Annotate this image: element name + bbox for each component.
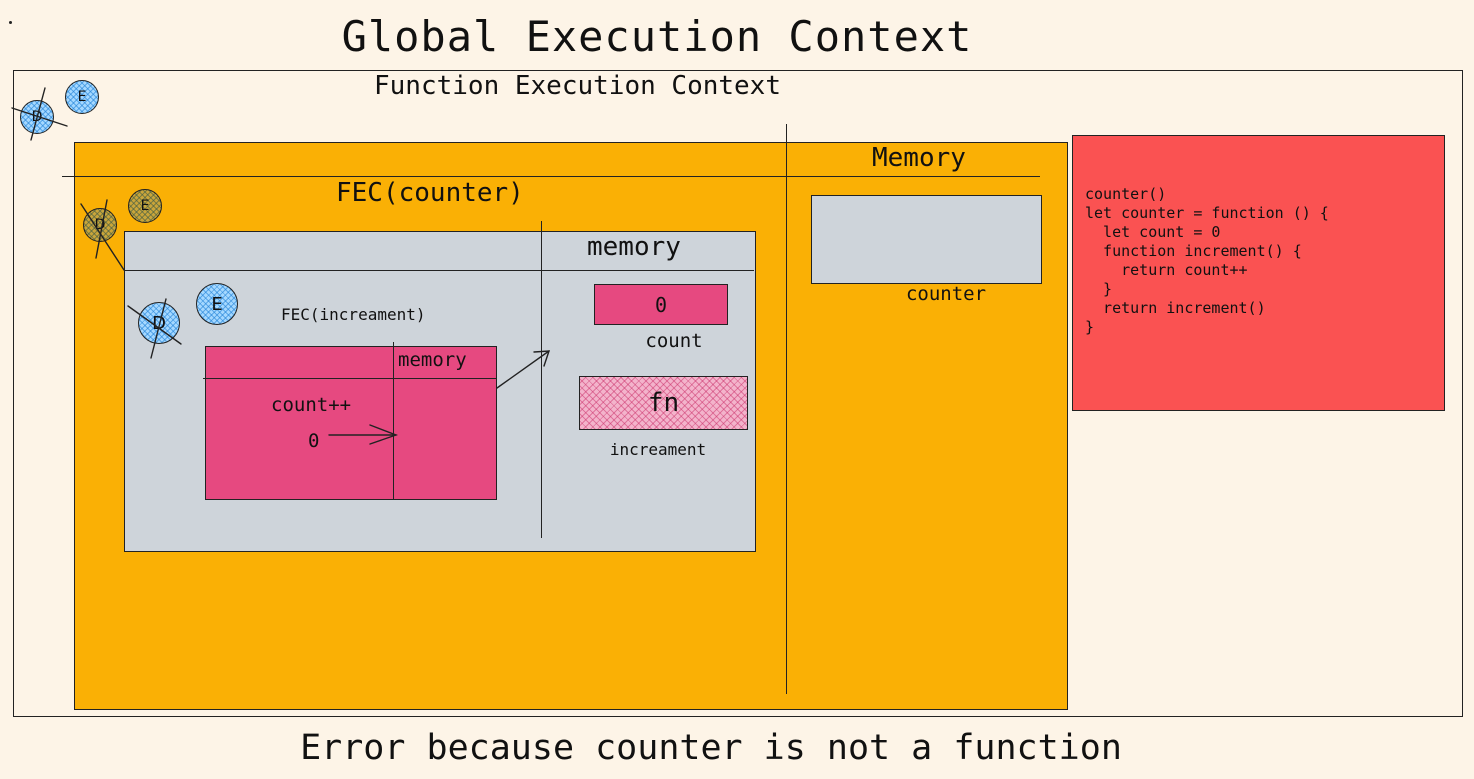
count-slot-label: count xyxy=(645,330,703,352)
inc-d-badge: D xyxy=(138,302,180,344)
outer-d-strike-2 xyxy=(30,87,46,141)
count-memory-slot: 0 xyxy=(594,284,728,325)
counter-d-strike xyxy=(80,203,125,271)
stray-dot xyxy=(9,21,12,24)
fec-counter-title: FEC(counter) xyxy=(336,178,524,208)
global-memory-slot xyxy=(811,195,1042,284)
inc-e-badge: E xyxy=(196,283,238,325)
outer-d-strike xyxy=(11,107,68,127)
fec-increament-box xyxy=(205,346,497,500)
inc-d-strike xyxy=(127,305,182,345)
fec-counter-inner-divider-horizontal xyxy=(124,270,754,271)
fec-increament-title: FEC(increament) xyxy=(281,305,426,324)
error-caption: Error because counter is not a function xyxy=(300,728,1122,768)
fec-counter-inner-divider-vertical xyxy=(541,221,542,538)
fec-increament-divider-vertical xyxy=(393,342,394,500)
diagram-title: Global Execution Context xyxy=(341,12,973,61)
fn-value: fn xyxy=(647,388,680,418)
function-context-label: Function Execution Context xyxy=(374,71,781,101)
outer-d-badge: D xyxy=(20,100,54,134)
fec-counter-divider-vertical xyxy=(786,124,787,694)
value-arrow-head xyxy=(369,424,399,445)
outer-e-badge: E xyxy=(65,80,99,114)
counter-e-badge: E xyxy=(128,189,162,223)
fec-increament-memory-title: memory xyxy=(398,349,467,371)
increament-memory-slot: fn xyxy=(579,376,748,430)
fec-counter-divider-horizontal xyxy=(62,176,1040,177)
inc-d-strike-2 xyxy=(150,298,167,359)
fec-increament-divider-horizontal xyxy=(203,378,497,379)
counter-d-strike-2 xyxy=(95,199,108,259)
increament-slot-label: increament xyxy=(609,440,707,459)
global-memory-slot-label: counter xyxy=(905,283,987,305)
code-sticky-note: counter() let counter = function () { le… xyxy=(1072,135,1445,411)
code-snippet: counter() let counter = function () { le… xyxy=(1085,185,1329,336)
closure-arrow-line xyxy=(496,350,550,389)
global-context-box xyxy=(13,70,1463,717)
global-memory-title: Memory xyxy=(872,143,966,173)
fec-counter-memory-title: memory xyxy=(587,232,681,262)
closure-arrow-head xyxy=(533,350,550,367)
count-value: 0 xyxy=(654,292,668,317)
count-current-value: 0 xyxy=(308,430,320,452)
count-increment-statement: count++ xyxy=(271,394,352,416)
